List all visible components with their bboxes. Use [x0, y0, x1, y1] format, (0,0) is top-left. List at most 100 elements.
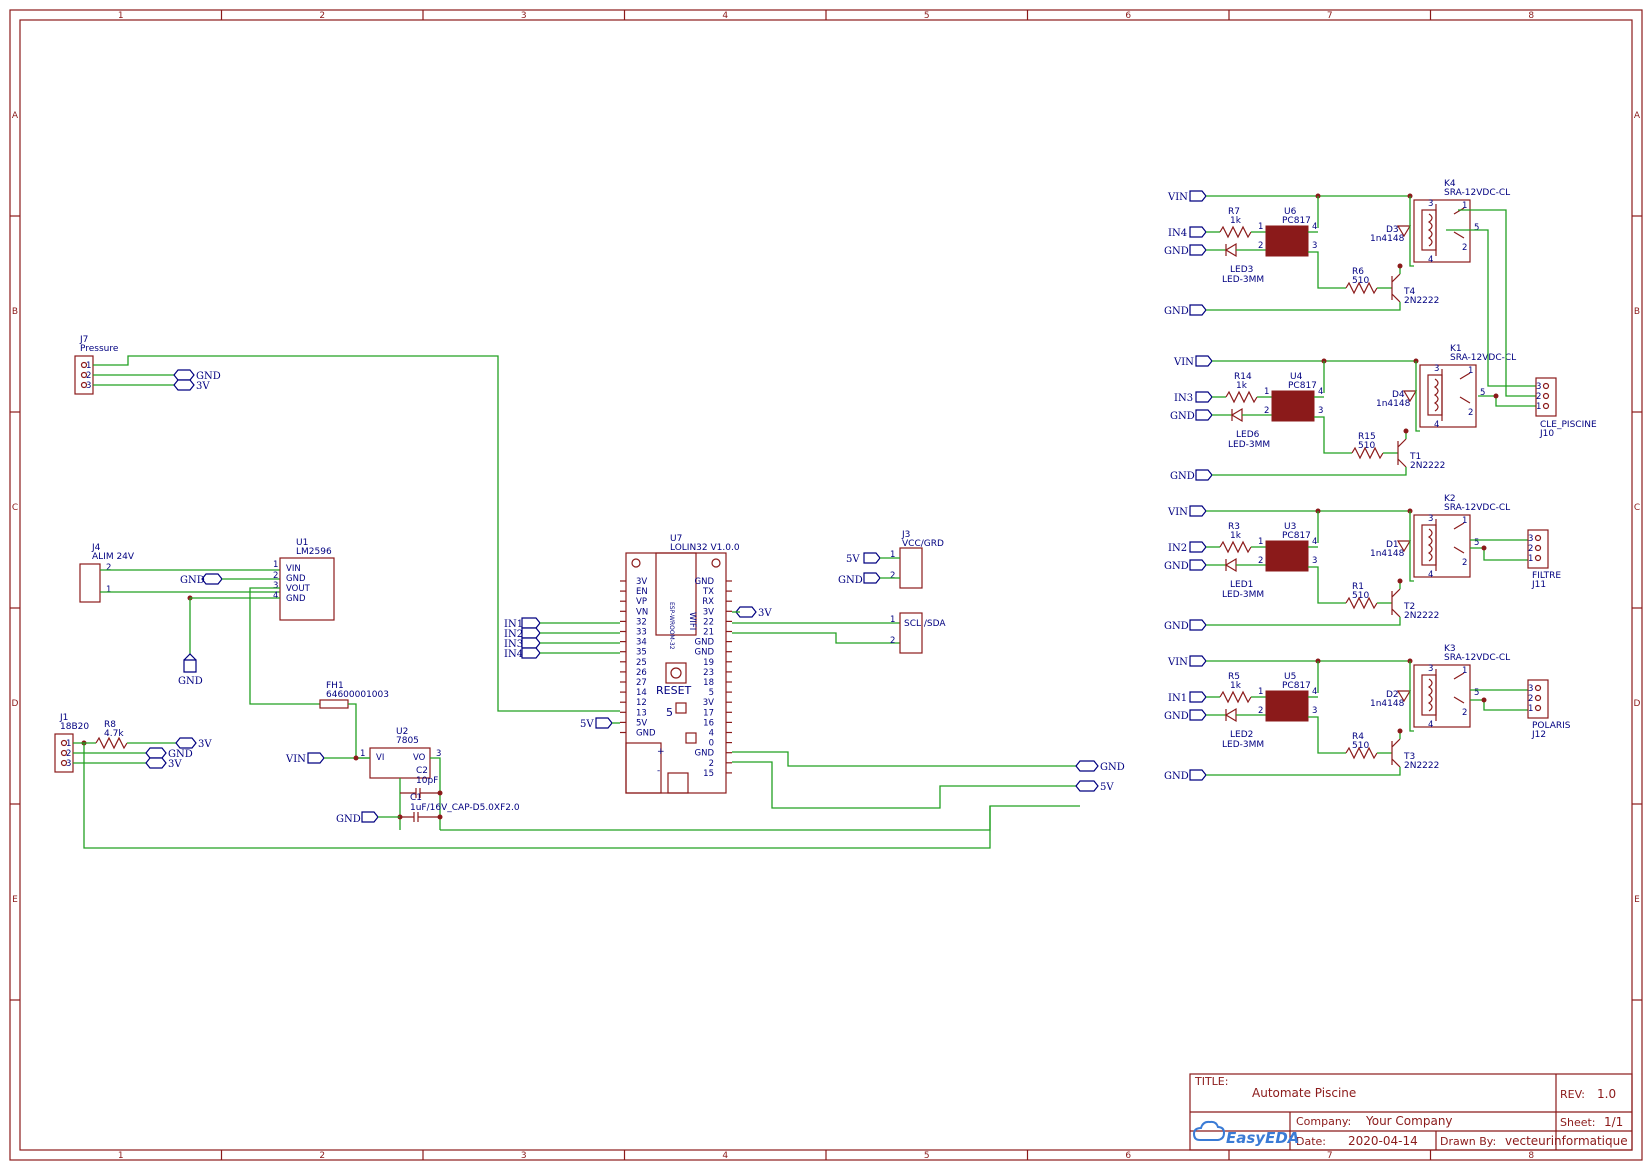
j7-value: Pressure	[80, 344, 119, 354]
net-in1-u7: IN1	[504, 617, 541, 630]
svg-text:3V: 3V	[168, 759, 182, 770]
zone-col-label: 3	[521, 1151, 527, 1161]
u7-left-pin: 35	[636, 648, 647, 658]
zone-row-label: B	[1634, 307, 1640, 317]
zone-row-label: C	[1634, 503, 1640, 513]
svg-text:4: 4	[273, 591, 278, 601]
svg-text:VOUT: VOUT	[286, 584, 311, 594]
svg-text:R7: R7	[1228, 207, 1240, 217]
connector-j12: 321 POLARIS J12	[1527, 679, 1571, 740]
u7-left-pin: GND	[636, 729, 656, 739]
svg-text:4: 4	[1428, 570, 1433, 580]
u7-right-pin: 18	[703, 678, 714, 688]
svg-text:5: 5	[1480, 388, 1485, 398]
svg-text:LED-3MM: LED-3MM	[1222, 590, 1264, 600]
zone-row-label: D	[1634, 699, 1641, 709]
svg-text:4: 4	[1434, 420, 1439, 430]
svg-text:1: 1	[273, 560, 278, 570]
svg-text:4: 4	[1312, 537, 1317, 547]
svg-text:1: 1	[1468, 366, 1473, 376]
svg-text:2: 2	[1264, 406, 1269, 416]
svg-text:IN2: IN2	[504, 629, 523, 640]
svg-text:SRA-12VDC-CL: SRA-12VDC-CL	[1444, 653, 1510, 663]
svg-text:J4: J4	[91, 543, 101, 553]
svg-text:1: 1	[1536, 402, 1541, 412]
svg-text:J11: J11	[1531, 580, 1546, 590]
svg-text:T4: T4	[1403, 287, 1415, 297]
svg-text:4: 4	[1428, 255, 1433, 265]
zone-col-label: 2	[319, 11, 325, 21]
u7-left-pin: 32	[636, 617, 647, 627]
svg-text:GND: GND	[196, 371, 221, 382]
relay-channels: VININ4R71kGNDLED3LED-3MMU6PC8171243R6510…	[1164, 179, 1516, 782]
svg-text:1n4148: 1n4148	[1370, 549, 1405, 559]
svg-text:LED-3MM: LED-3MM	[1228, 440, 1270, 450]
svg-text:GND: GND	[1164, 561, 1189, 572]
u7-left-pin: 14	[636, 688, 647, 698]
u7-right-pin: 21	[703, 628, 714, 638]
zone-row-label: B	[12, 307, 18, 317]
net-gnd-u2: GND	[336, 811, 379, 825]
u7-left-pin: 25	[636, 658, 647, 668]
zone-col-label: 1	[118, 11, 124, 21]
svg-text:1: 1	[66, 739, 71, 749]
u7-left-pin: 27	[636, 678, 647, 688]
svg-text:1n4148: 1n4148	[1370, 699, 1405, 709]
svg-text:LED2: LED2	[1230, 730, 1253, 740]
date-label: Date:	[1296, 1135, 1326, 1148]
relay-channel-k3: VININ1R51kGNDLED2LED-3MMU5PC8171243R4510…	[1164, 644, 1510, 782]
svg-text:2: 2	[86, 371, 91, 381]
svg-text:10pF: 10pF	[416, 776, 438, 786]
svg-text:1: 1	[106, 585, 111, 595]
svg-text:5V: 5V	[580, 719, 594, 730]
net-vin-u2: VIN	[285, 752, 325, 765]
svg-text:VIN: VIN	[286, 564, 301, 574]
svg-text:J3: J3	[901, 530, 910, 540]
svg-text:K3: K3	[1444, 644, 1456, 654]
gnd-symbol-j4: GND	[178, 653, 203, 687]
connector-j1: J1 18B20 123	[54, 713, 89, 773]
zone-col-label: 8	[1528, 1151, 1534, 1161]
u7-right-pin: GND	[695, 749, 715, 759]
svg-text:1: 1	[1528, 704, 1533, 714]
svg-text:3V: 3V	[198, 739, 212, 750]
svg-text:IN3: IN3	[1174, 393, 1193, 404]
svg-text:K2: K2	[1444, 494, 1456, 504]
svg-text:LOLIN32 V1.0.0: LOLIN32 V1.0.0	[670, 543, 740, 553]
u7-right-pin: 3V	[703, 607, 714, 617]
u7-right-pin: 16	[703, 718, 714, 728]
u7-left-pin: 12	[636, 698, 647, 708]
svg-text:IN3: IN3	[504, 639, 523, 650]
svg-text:J10: J10	[1539, 429, 1554, 439]
title-block: TITLE: Automate Piscine REV: 1.0 Company…	[1189, 1073, 1633, 1151]
svg-text:3: 3	[1528, 684, 1533, 694]
svg-text:7805: 7805	[396, 736, 419, 746]
svg-text:LM2596: LM2596	[296, 547, 332, 557]
svg-text:GND: GND	[336, 814, 361, 825]
svg-text:U5: U5	[1284, 672, 1296, 682]
svg-text:3: 3	[1312, 241, 1317, 251]
relay-channel-k4: VININ4R71kGNDLED3LED-3MMU6PC8171243R6510…	[1164, 179, 1510, 317]
svg-text:GND: GND	[178, 676, 203, 687]
svg-text:1: 1	[1528, 554, 1533, 564]
svg-text:2: 2	[106, 563, 111, 573]
zone-row-label: A	[1634, 111, 1641, 121]
svg-text:3: 3	[1428, 199, 1433, 209]
svg-text:2: 2	[1258, 241, 1263, 251]
svg-text:5V: 5V	[846, 554, 860, 565]
svg-text:GND: GND	[1170, 411, 1195, 422]
svg-text:SRA-12VDC-CL: SRA-12VDC-CL	[1444, 503, 1510, 513]
svg-text:1: 1	[890, 550, 895, 560]
connector-j3: J3 VCC/GRD 12	[890, 530, 944, 589]
svg-text:510: 510	[1352, 591, 1369, 601]
svg-text:+: +	[657, 747, 665, 757]
zone-col-label: 8	[1528, 11, 1534, 21]
u7-right-pin: 23	[703, 668, 714, 678]
net-gnd-u1: GND	[180, 573, 223, 586]
svg-text:1: 1	[86, 361, 91, 371]
svg-text:IN4: IN4	[504, 649, 523, 660]
svg-text:1: 1	[1462, 516, 1467, 526]
svg-text:5: 5	[1474, 688, 1479, 698]
